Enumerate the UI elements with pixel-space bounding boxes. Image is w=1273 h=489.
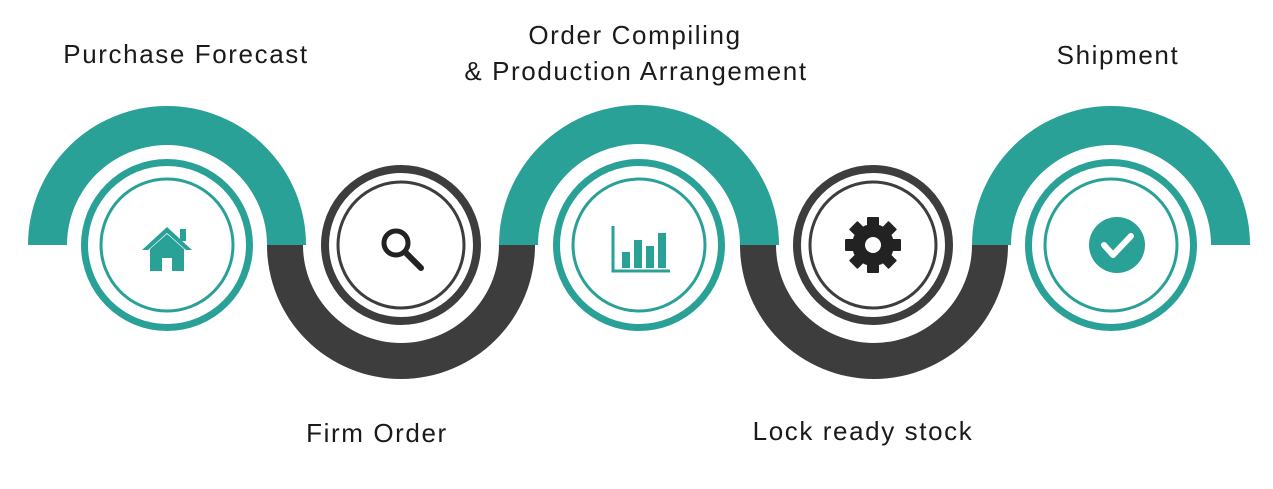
top-arc-band-2 <box>499 105 779 245</box>
node-inner-ring <box>1043 177 1179 313</box>
step-node-shipment <box>1025 159 1197 331</box>
bar-chart-icon <box>611 226 670 273</box>
node-inner-ring <box>336 180 466 310</box>
step-label-lock-ready-stock: Lock ready stock <box>753 416 974 446</box>
step-label-firm-order: Firm Order <box>306 418 448 448</box>
step-label-purchase-forecast: Purchase Forecast <box>63 39 308 69</box>
node-outer-ring <box>321 165 481 325</box>
check-circle-icon <box>1089 217 1145 273</box>
step-node-firm-order <box>321 165 481 325</box>
bottom-arc-band-1 <box>267 245 535 379</box>
bottom-arc-band-2 <box>740 245 1008 379</box>
home-icon <box>142 227 192 271</box>
node-inner-ring <box>808 180 938 310</box>
step-node-order-compiling <box>553 159 725 331</box>
top-arc-band-1 <box>28 106 306 245</box>
gear-icon <box>845 217 901 273</box>
wave-band <box>28 105 1250 379</box>
step-node-purchase-forecast <box>81 159 253 331</box>
node-inner-ring <box>571 177 707 313</box>
top-arc-band-3 <box>972 106 1250 245</box>
search-icon <box>381 228 424 271</box>
step-label-order-compiling: Order Compiling <box>528 20 741 50</box>
node-outer-ring <box>793 165 953 325</box>
step-node-lock-ready-stock <box>793 165 953 325</box>
step-label-production-arrangement: & Production Arrangement <box>464 56 807 86</box>
step-label-shipment: Shipment <box>1057 40 1180 70</box>
node-inner-ring <box>99 177 235 313</box>
